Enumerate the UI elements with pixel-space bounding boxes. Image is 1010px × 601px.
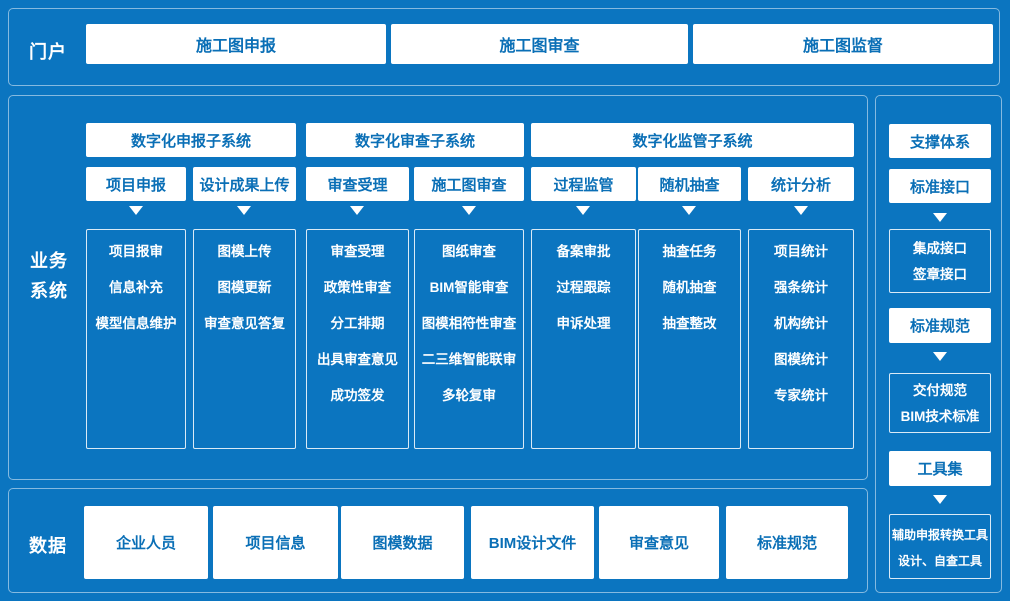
feature-item: 图模统计	[774, 352, 828, 367]
support-detail-specs: 交付规范 BIM技术标准	[889, 373, 991, 433]
down-arrow-icon	[129, 206, 143, 215]
feature-list-process-supervise: 备案审批 过程跟踪 申诉处理	[531, 229, 636, 449]
feature-item: 图模相符性审查	[421, 316, 517, 331]
business-label-line2: 系统	[30, 281, 68, 301]
feature-item: 政策性审查	[323, 280, 392, 295]
group-header-review: 数字化审查子系统	[306, 123, 524, 157]
feature-list-drawing-review: 图纸审查 BIM智能审查 图模相符性审查 二三维智能联审 多轮复审	[414, 229, 524, 449]
feature-list-random-check: 抽查任务 随机抽查 抽查整改	[638, 229, 741, 449]
down-arrow-icon	[237, 206, 251, 215]
feature-item: 申诉处理	[556, 316, 611, 331]
down-arrow-icon	[462, 206, 476, 215]
feature-item: 项目统计	[774, 244, 828, 259]
feature-item: 过程跟踪	[556, 280, 611, 295]
support-detail-interfaces: 集成接口 签章接口	[889, 229, 991, 293]
portal-item-review: 施工图审查	[391, 24, 688, 64]
support-header-standard-spec: 标准规范	[889, 308, 991, 343]
feature-item: BIM智能审查	[429, 280, 509, 295]
feature-item: 图模更新	[217, 280, 272, 295]
feature-item: 强条统计	[774, 280, 828, 295]
group-header-declare: 数字化申报子系统	[86, 123, 296, 157]
data-item-bim-files: BIM设计文件	[471, 506, 594, 579]
support-header-toolset: 工具集	[889, 451, 991, 486]
feature-item: 项目报审	[109, 244, 163, 259]
support-detail-tools: 辅助申报转换工具 设计、自查工具	[889, 514, 991, 579]
feature-item: 专家统计	[774, 388, 828, 403]
support-detail-line: 辅助申报转换工具	[891, 528, 988, 542]
feature-item: 多轮复审	[442, 388, 496, 403]
feature-list-design-upload: 图模上传 图模更新 审查意见答复	[193, 229, 296, 449]
feature-item: 审查受理	[330, 244, 385, 259]
feature-item: 随机抽查	[662, 280, 717, 295]
support-title: 支撑体系	[889, 124, 991, 158]
business-label-line1: 业务	[30, 251, 68, 271]
data-item-model-data: 图模数据	[341, 506, 464, 579]
down-arrow-icon	[576, 206, 590, 215]
support-detail-line: 设计、自查工具	[897, 554, 982, 568]
down-arrow-icon	[350, 206, 364, 215]
feature-item: 信息补充	[109, 280, 163, 295]
data-label: 数据	[29, 536, 67, 556]
feature-item: 出具审查意见	[317, 352, 398, 367]
down-arrow-icon	[933, 213, 947, 222]
support-detail-line: BIM技术标准	[900, 409, 980, 424]
feature-item: 机构统计	[774, 316, 828, 331]
portal-label: 门户	[29, 42, 67, 62]
down-arrow-icon	[933, 495, 947, 504]
support-detail-line: 交付规范	[913, 383, 967, 398]
feature-list-project-declare: 项目报审 信息补充 模型信息维护	[86, 229, 186, 449]
down-arrow-icon	[682, 206, 696, 215]
feature-item: 审查意见答复	[204, 316, 285, 331]
data-item-standards: 标准规范	[726, 506, 848, 579]
feature-list-statistics: 项目统计 强条统计 机构统计 图模统计 专家统计	[748, 229, 854, 449]
down-arrow-icon	[794, 206, 808, 215]
down-arrow-icon	[933, 352, 947, 361]
feature-item: 抽查整改	[662, 316, 717, 331]
support-detail-line: 集成接口	[913, 241, 967, 256]
column-header-project-declare: 项目申报	[86, 167, 186, 201]
feature-item: 二三维智能联审	[421, 352, 517, 367]
feature-item: 抽查任务	[662, 244, 717, 259]
portal-section: 门户 施工图申报 施工图审查 施工图监督	[8, 8, 1000, 86]
portal-item-declare: 施工图申报	[86, 24, 386, 64]
group-header-supervise: 数字化监管子系统	[531, 123, 854, 157]
portal-item-supervise: 施工图监督	[693, 24, 993, 64]
feature-item: 分工排期	[330, 316, 385, 331]
data-item-enterprise: 企业人员	[84, 506, 208, 579]
column-header-statistics: 统计分析	[748, 167, 854, 201]
support-section: 支撑体系 标准接口 集成接口 签章接口 标准规范 交付规范 BIM技术标准 工具…	[875, 95, 1002, 593]
business-label: 业务 系统	[19, 246, 79, 306]
column-header-design-upload: 设计成果上传	[193, 167, 296, 201]
feature-item: 图纸审查	[442, 244, 496, 259]
feature-item: 模型信息维护	[95, 316, 177, 331]
feature-item: 成功签发	[330, 388, 385, 403]
column-header-random-check: 随机抽查	[638, 167, 741, 201]
business-section: 业务 系统 数字化申报子系统 数字化审查子系统 数字化监管子系统 项目申报 设计…	[8, 95, 868, 480]
feature-item: 备案审批	[556, 244, 611, 259]
feature-item: 图模上传	[217, 244, 272, 259]
support-detail-line: 签章接口	[913, 267, 967, 282]
column-header-review-accept: 审查受理	[306, 167, 409, 201]
data-section: 数据 企业人员 项目信息 图模数据 BIM设计文件 审查意见 标准规范	[8, 488, 868, 593]
data-item-review-opinion: 审查意见	[599, 506, 719, 579]
feature-list-review-accept: 审查受理 政策性审查 分工排期 出具审查意见 成功签发	[306, 229, 409, 449]
data-item-project-info: 项目信息	[213, 506, 338, 579]
column-header-drawing-review: 施工图审查	[414, 167, 524, 201]
support-header-standard-interface: 标准接口	[889, 169, 991, 203]
column-header-process-supervise: 过程监管	[531, 167, 636, 201]
